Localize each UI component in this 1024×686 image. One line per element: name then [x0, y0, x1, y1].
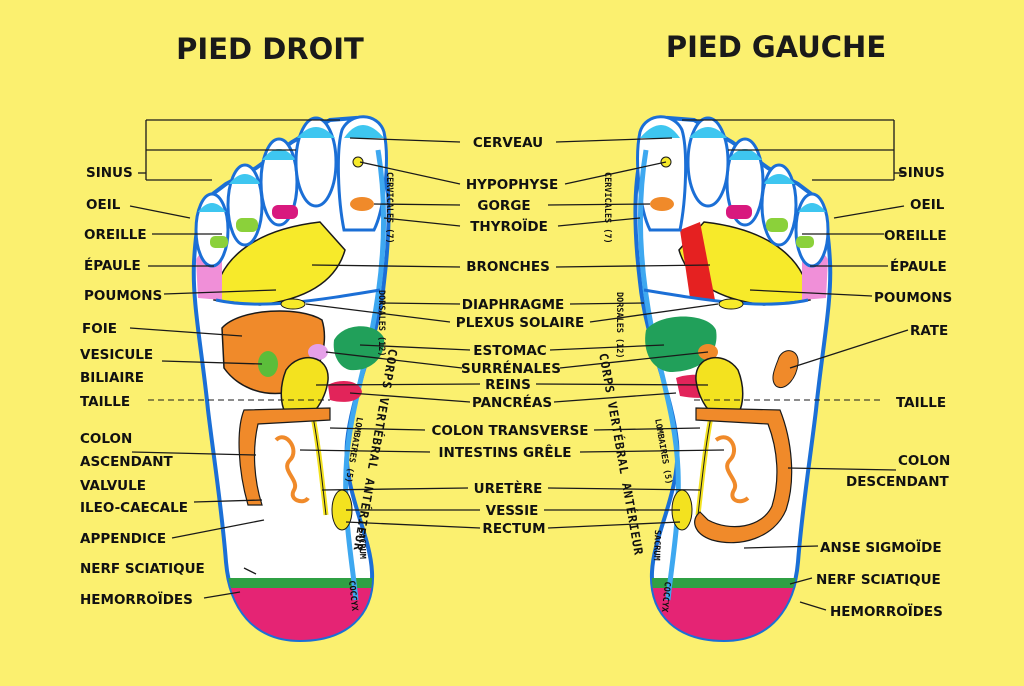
right-stomach — [333, 326, 385, 371]
label-nerf-sciatique-left: NERF SCIATIQUE — [816, 572, 941, 588]
right-foot — [148, 115, 391, 643]
label-poumons-left: POUMONS — [874, 290, 953, 306]
label-epaule-right: ÉPAULE — [84, 258, 141, 274]
label-diaphragme: DIAPHRAGME — [461, 297, 565, 313]
label-descendant: DESCENDANT — [846, 474, 949, 490]
left-heart-zone — [680, 222, 715, 300]
label-oeil-right: OEIL — [86, 197, 121, 213]
left-small-intestine — [714, 435, 750, 504]
left-sciatic-band — [635, 578, 831, 588]
label-foie: FOIE — [82, 321, 117, 337]
label-bronches: BRONCHES — [466, 259, 550, 275]
left-kidney — [695, 356, 744, 422]
label-colon-transverse: COLON TRANSVERSE — [431, 423, 589, 439]
label-oreille-right: OREILLE — [84, 227, 147, 243]
label-cerveau: CERVEAU — [472, 135, 544, 151]
label-sacrum-right: SACRUM — [356, 528, 368, 560]
label-cervicales-right: CERVICALES (7) — [384, 172, 394, 244]
label-hypophyse: HYPOPHYSE — [465, 177, 559, 193]
label-cervicales-left: CERVICALES (7) — [602, 172, 612, 244]
label-dorsales-right: DORSALES (12) — [376, 290, 386, 357]
label-uretere: URETÈRE — [473, 481, 543, 497]
label-ascendant: ASCENDANT — [80, 454, 173, 470]
label-plexus-solaire: PLEXUS SOLAIRE — [455, 315, 585, 331]
label-nerf-sciatique-right: NERF SCIATIQUE — [80, 561, 205, 577]
label-estomac: ESTOMAC — [473, 343, 547, 359]
label-taille-left: TAILLE — [896, 395, 947, 411]
label-epaule-left: ÉPAULE — [890, 259, 947, 275]
label-gorge: GORGE — [477, 198, 531, 214]
right-kidney — [280, 356, 329, 422]
left-spine — [637, 149, 681, 601]
right-lungs — [213, 221, 346, 306]
label-oeil-left: OEIL — [910, 197, 945, 213]
label-colon-right: COLON — [80, 431, 133, 447]
left-toes — [636, 115, 830, 268]
label-taille-right: TAILLE — [80, 394, 131, 410]
label-biliaire: BILIAIRE — [80, 370, 145, 386]
label-rectum: RECTUM — [482, 521, 546, 537]
right-sciatic-band — [193, 578, 389, 588]
label-intestins-grele: INTESTINS GRÊLE — [438, 445, 572, 461]
label-poumons-right: POUMONS — [84, 288, 163, 304]
label-thyroide: THYROÏDE — [470, 219, 548, 235]
right-gallbladder — [258, 351, 278, 377]
label-pancreas: PANCRÉAS — [471, 395, 553, 411]
label-hemorroides-left: HEMORROÏDES — [830, 604, 943, 620]
label-anse-sigmoide: ANSE SIGMOÏDE — [820, 540, 942, 556]
label-oreille-left: OREILLE — [884, 228, 947, 244]
leader-lines — [129, 119, 909, 611]
title-left-foot: PIED GAUCHE — [665, 30, 887, 64]
label-vesicule: VESICULE — [80, 347, 154, 363]
label-vessie: VESSIE — [485, 503, 539, 519]
right-small-intestine — [274, 435, 310, 504]
label-ileo-caecale: ILEO-CAECALE — [80, 500, 188, 516]
label-appendice: APPENDICE — [80, 531, 167, 547]
left-spleen — [772, 350, 799, 388]
label-sacrum-left: SACRUM — [650, 529, 662, 561]
left-stomach — [645, 316, 717, 372]
label-reins: REINS — [485, 377, 531, 393]
label-rate: RATE — [910, 323, 949, 339]
title-right-foot: PIED DROIT — [176, 32, 364, 66]
label-surrenales: SURRÉNALES — [461, 361, 561, 377]
right-toes — [194, 115, 388, 268]
label-sinus-left: SINUS — [898, 165, 945, 181]
label-colon-left: COLON — [898, 453, 951, 469]
label-sinus-right: SINUS — [86, 165, 133, 181]
label-dorsales-left: DORSALES (12) — [614, 292, 624, 359]
left-foot — [633, 115, 880, 643]
label-hemorroides-right: HEMORROÏDES — [80, 592, 193, 608]
left-colon — [694, 407, 793, 544]
label-valvule: VALVULE — [80, 478, 146, 494]
left-hemorrhoid-zone — [635, 582, 831, 640]
right-colon — [238, 407, 331, 506]
right-hemorrhoid-zone — [193, 582, 389, 640]
